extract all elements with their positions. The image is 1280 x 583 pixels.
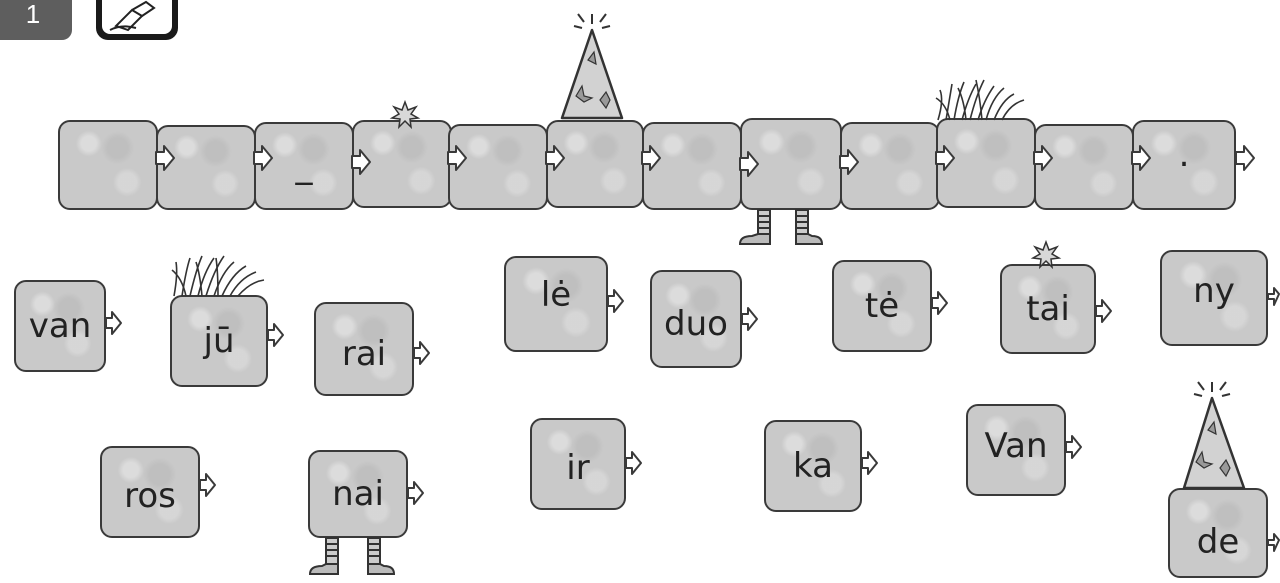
arrow-icon	[199, 473, 216, 497]
star-icon	[1030, 239, 1062, 270]
word-block[interactable]: ny	[1160, 250, 1268, 346]
arrow-icon	[253, 145, 273, 171]
arrow-icon	[935, 145, 955, 171]
arrow-icon	[1033, 145, 1053, 171]
word-block[interactable]: Van	[966, 404, 1066, 496]
arrow-icon	[1267, 287, 1280, 306]
arrow-icon	[625, 451, 642, 475]
arrow-icon	[641, 145, 661, 171]
word-text: jū	[203, 321, 235, 361]
word-text: ros	[124, 476, 176, 517]
word-block[interactable]: rai	[314, 302, 414, 396]
word-block[interactable]: van	[14, 280, 106, 372]
word-text: ny	[1193, 270, 1235, 311]
chain-slot-text: .	[1178, 134, 1190, 175]
word-block[interactable]: de	[1168, 488, 1268, 578]
chain-slot[interactable]: _	[254, 122, 354, 210]
word-text: nai	[332, 474, 384, 514]
star-icon	[389, 99, 421, 130]
arrow-icon	[545, 145, 565, 171]
word-text: van	[28, 306, 92, 346]
word-block[interactable]: jū	[170, 295, 268, 387]
arrow-icon	[407, 481, 424, 505]
arrow-icon	[1235, 145, 1255, 171]
word-block[interactable]: duo	[650, 270, 742, 368]
word-block[interactable]: nai	[308, 450, 408, 538]
word-text: Van	[984, 425, 1048, 466]
word-block[interactable]: ros	[100, 446, 200, 538]
party-hat-icon	[1182, 381, 1246, 490]
arrow-icon	[739, 151, 759, 177]
arrow-icon	[1267, 533, 1280, 552]
word-block[interactable]: tai	[1000, 264, 1096, 354]
word-text: ka	[793, 446, 833, 486]
arrow-icon	[155, 145, 175, 171]
pencil-badge	[96, 0, 178, 40]
word-text: lė	[540, 274, 572, 315]
word-block[interactable]: tė	[832, 260, 932, 352]
legs-icon	[308, 537, 396, 575]
arrow-icon	[931, 291, 948, 315]
word-text: rai	[341, 333, 387, 374]
arrow-icon	[413, 341, 430, 365]
word-block[interactable]: lė	[504, 256, 608, 352]
arrow-icon	[839, 149, 859, 175]
arrow-icon	[105, 311, 122, 335]
chain-slot[interactable]	[546, 120, 644, 208]
arrow-icon	[861, 451, 878, 475]
chain-slot[interactable]	[448, 124, 548, 210]
word-block[interactable]: ka	[764, 420, 862, 512]
arrow-icon	[267, 323, 284, 347]
word-text: de	[1196, 521, 1240, 562]
chain-slot-text: _	[295, 146, 313, 186]
grass-icon	[935, 79, 1025, 121]
chain-slot[interactable]	[642, 122, 742, 210]
legs-icon	[738, 209, 824, 245]
arrow-icon	[1131, 145, 1151, 171]
chain-slot[interactable]	[352, 120, 452, 208]
arrow-icon	[1095, 299, 1112, 323]
arrow-icon	[351, 149, 371, 175]
exercise-number-badge: 1	[0, 0, 72, 40]
word-block[interactable]: ir	[530, 418, 626, 510]
arrow-icon	[447, 145, 467, 171]
arrow-icon	[1065, 435, 1082, 459]
chain-slot[interactable]	[58, 120, 158, 210]
word-text: duo	[664, 303, 728, 344]
word-text: tė	[864, 286, 900, 326]
chain-slot[interactable]	[156, 125, 256, 210]
word-text: tai	[1026, 289, 1070, 329]
word-text: ir	[566, 448, 590, 489]
chain-slot[interactable]	[840, 122, 940, 210]
arrow-icon	[741, 307, 758, 331]
party-hat-icon	[560, 13, 624, 120]
pencil-icon	[109, 0, 156, 32]
arrow-icon	[607, 289, 624, 313]
chain-slot[interactable]	[1034, 124, 1134, 210]
grass-icon	[171, 255, 265, 297]
